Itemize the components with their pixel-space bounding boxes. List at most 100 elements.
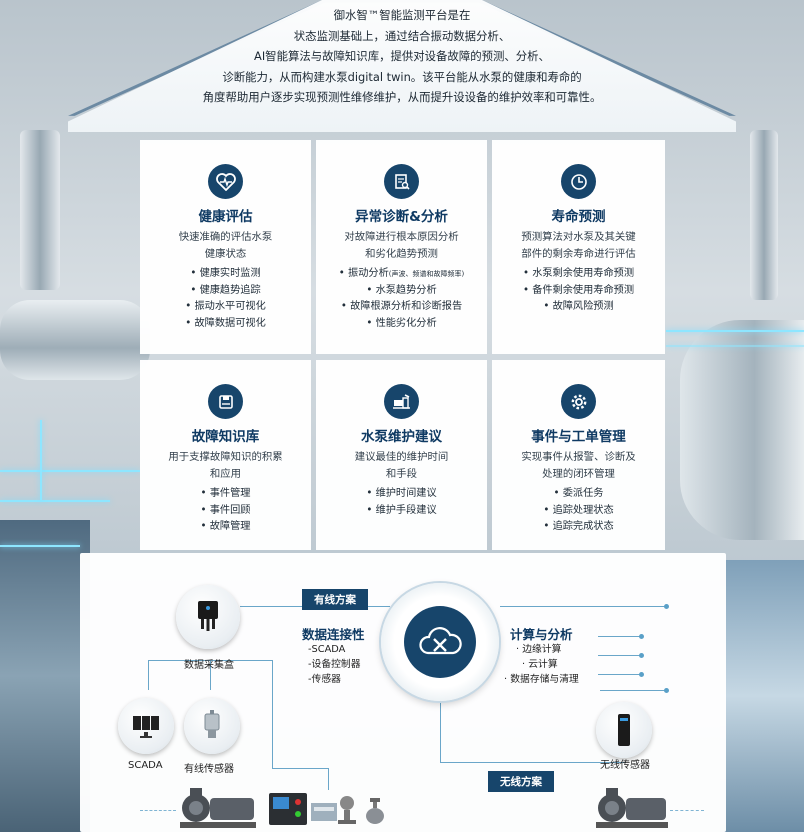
list-item: 振动分析(声波、频谱和故障频率): [316, 266, 487, 283]
intro-line: 状态监测基础上，通过结合振动数据分析、: [293, 28, 511, 43]
list-item: 委派任务: [492, 486, 665, 503]
data-box-label: 数据采集盒: [184, 660, 234, 671]
report-search-icon: [384, 164, 419, 199]
wireless-tag: 无线方案: [488, 771, 554, 792]
database-icon: [208, 384, 243, 419]
card-desc-line: 预测算法对水泵及其关键: [521, 231, 636, 243]
card-desc-line: 和手段: [385, 467, 418, 480]
card-title: 水泵维护建议: [361, 429, 442, 445]
card-title: 事件与工单管理: [531, 429, 626, 445]
card-desc: 实现事件从报警、诊断及 处理的闭环管理: [492, 449, 665, 482]
compute-item: · 云计算: [522, 659, 558, 670]
card-title: 健康评估: [198, 209, 253, 225]
wired-sensor-node: [184, 698, 240, 754]
cloud-logo-icon: [419, 627, 462, 655]
list-item-note: (声波、频谱和故障频率): [388, 270, 465, 278]
controller-panel-icon: [269, 793, 307, 825]
pump-right-icon: [596, 788, 668, 828]
intro-text: 御水智™智能监测平台是在 状态监测基础上，通过结合振动数据分析、 AI智能算法与…: [160, 5, 644, 108]
connector-line: [600, 690, 668, 691]
connectivity-item: -传感器: [308, 674, 341, 685]
wireless-sensor-label: 无线传感器: [600, 760, 650, 771]
list-item: 健康实时监测: [140, 266, 311, 283]
background-pipe: [20, 130, 60, 290]
gear-icon: [561, 384, 596, 419]
card-title: 异常诊断&分析: [355, 209, 448, 225]
card-desc: 建议最佳的维护时间 和手段: [316, 449, 487, 482]
card-desc-line: 快速准确的评估水泵: [178, 231, 273, 243]
pump-left-icon: [180, 788, 256, 828]
card-title: 寿命预测: [551, 209, 606, 225]
connector-line: [440, 700, 441, 762]
connectivity-item: -设备控制器: [308, 659, 361, 670]
dot: [639, 634, 644, 639]
card-desc-line: 和应用: [209, 467, 242, 480]
glow-line: [666, 345, 804, 347]
intro-line: 角度帮助用户逐步实现预测性维修维护，从而提升设设备的维护效率和可靠性。: [202, 90, 602, 105]
wired-tag: 有线方案: [302, 589, 368, 610]
list-item: 追踪完成状态: [492, 519, 665, 536]
list-item: 故障数据可视化: [140, 316, 311, 333]
valve-icon: [366, 798, 384, 824]
background-pipe: [720, 560, 804, 832]
dot: [664, 688, 669, 693]
list-item-text: 振动分析: [348, 268, 389, 279]
connector-line: [440, 762, 626, 763]
cloud-platform-node: [404, 606, 476, 678]
scada-node: [118, 698, 174, 754]
list-item: 追踪处理状态: [492, 503, 665, 520]
connector-line: [272, 660, 273, 768]
card-desc-line: 和劣化趋势预测: [365, 247, 438, 260]
connectivity-title: 数据连接性: [302, 627, 365, 642]
card-health: 健康评估 快速准确的评估水泵 健康状态 健康实时监测 健康趋势追踪 振动水平可视…: [140, 140, 311, 354]
list-item: 健康趋势追踪: [140, 283, 311, 300]
wired-sensor-icon: [204, 710, 220, 738]
compute-item: · 边缘计算: [516, 644, 562, 655]
list-item: 维护时间建议: [316, 486, 487, 503]
data-box-node: [176, 585, 240, 649]
connectivity-item: -SCADA: [308, 644, 346, 655]
card-maintenance: 水泵维护建议 建议最佳的维护时间 和手段 维护时间建议 维护手段建议: [316, 360, 487, 550]
connector-line: [598, 655, 642, 656]
connector-line: [598, 636, 642, 637]
card-desc-line: 处理的闭环管理: [542, 467, 615, 480]
connector-line: [210, 660, 211, 690]
background-pipe: [0, 520, 90, 832]
card-desc-line: 实现事件从报警、诊断及: [521, 451, 636, 463]
dot: [664, 604, 669, 609]
list-item: 水泵剩余使用寿命预测: [492, 266, 665, 283]
list-item: 振动水平可视化: [140, 299, 311, 316]
io-module-icon: [311, 803, 337, 821]
card-desc: 预测算法对水泵及其关键 部件的剩余寿命进行评估: [492, 229, 665, 262]
background-pipe: [0, 300, 150, 380]
card-desc: 用于支撑故障知识的积累 和应用: [140, 449, 311, 482]
glow-line: [0, 470, 140, 472]
glow-line: [40, 420, 42, 500]
connector-line: [500, 606, 668, 607]
connector-line: [272, 768, 328, 769]
card-desc-line: 对故障进行根本原因分析: [344, 231, 459, 243]
background-pipe: [750, 130, 778, 300]
card-lifetime: 寿命预测 预测算法对水泵及其关键 部件的剩余寿命进行评估 水泵剩余使用寿命预测 …: [492, 140, 665, 354]
card-diagnosis: 异常诊断&分析 对故障进行根本原因分析 和劣化趋势预测 振动分析(声波、频谱和故…: [316, 140, 487, 354]
data-box-icon: [198, 601, 218, 631]
card-desc: 对故障进行根本原因分析 和劣化趋势预测: [316, 229, 487, 262]
connector-line: [328, 768, 329, 790]
card-desc: 快速准确的评估水泵 健康状态: [140, 229, 311, 262]
list-item: 水泵趋势分析: [316, 283, 487, 300]
wireless-sensor-node: [596, 702, 652, 758]
compute-item: · 数据存储与清理: [504, 674, 579, 685]
background-pipe: [680, 320, 804, 540]
list-item: 故障根源分析和诊断报告: [316, 299, 487, 316]
card-desc-line: 部件的剩余寿命进行评估: [521, 247, 636, 260]
list-item: 事件回顾: [140, 503, 311, 520]
connector-line: [148, 660, 149, 690]
card-title: 故障知识库: [191, 429, 260, 445]
glow-line: [666, 330, 804, 332]
card-desc-line: 用于支撑故障知识的积累: [168, 451, 283, 463]
scada-icon: [133, 716, 159, 738]
card-desc-line: 建议最佳的维护时间: [354, 451, 449, 463]
card-desc-line: 健康状态: [204, 247, 247, 260]
dot: [639, 672, 644, 677]
intro-line: 诊断能力，从而构建水泵digital twin。该平台能从水泵的健康和寿命的: [222, 69, 582, 84]
